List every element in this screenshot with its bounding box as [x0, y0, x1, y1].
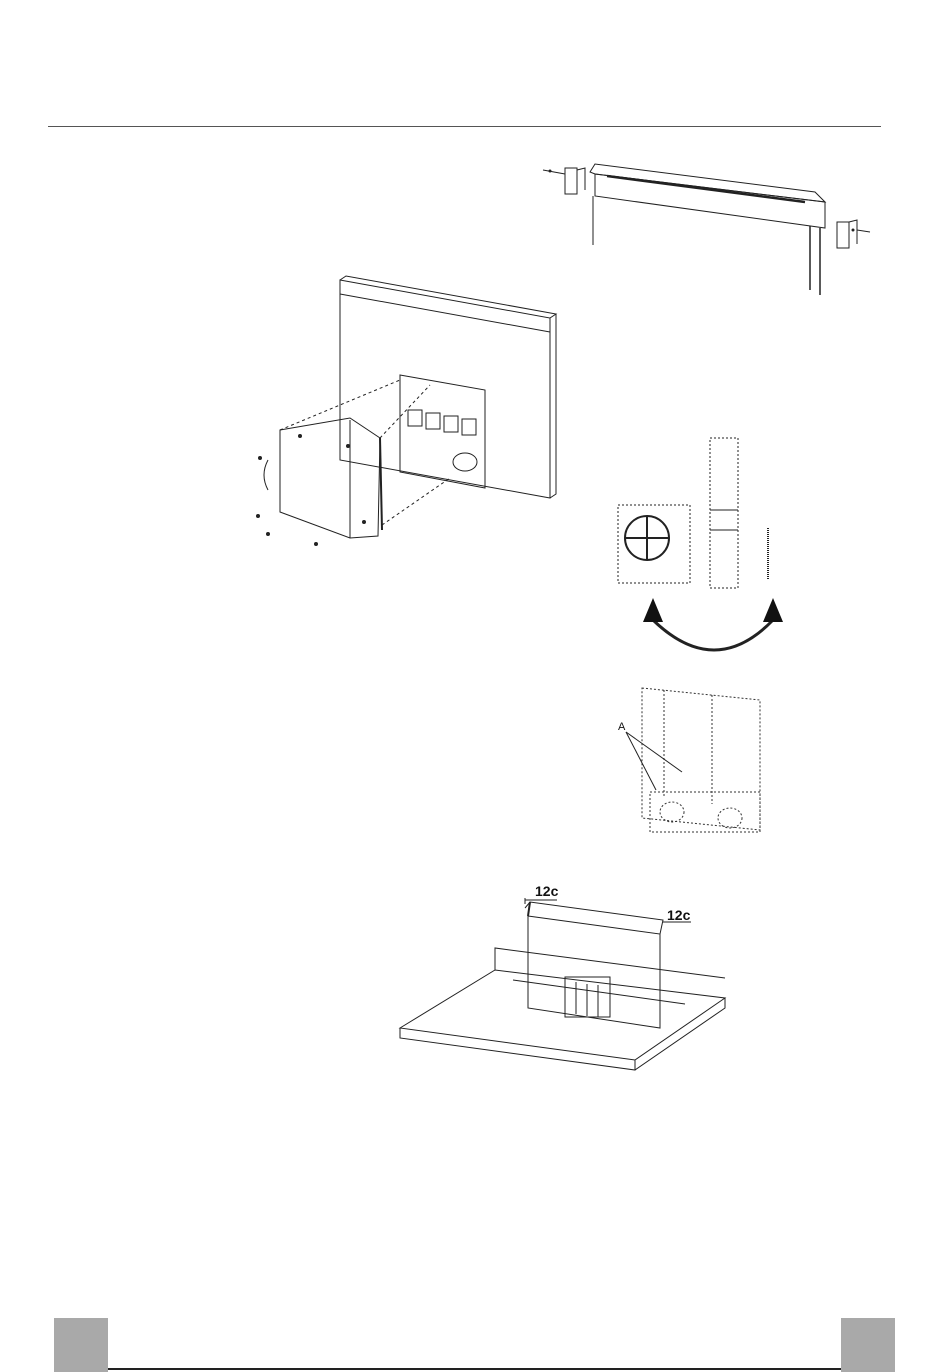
installed-hood-figure: 12c 12c	[395, 880, 735, 1090]
bracket-mounting-figure	[535, 150, 875, 300]
motor-box-assembly-figure	[250, 270, 570, 560]
motor-detail-figure: A	[612, 680, 792, 850]
callout-label-a: A	[618, 721, 626, 733]
dimension-label-right: 12c	[667, 907, 691, 923]
dimension-label-left: 12c	[535, 883, 559, 899]
page-tab-left	[54, 1318, 108, 1372]
page-tab-right	[841, 1318, 895, 1372]
header-rule	[48, 126, 881, 127]
footer-rule	[108, 1368, 841, 1370]
duct-parts-figure	[605, 430, 805, 665]
